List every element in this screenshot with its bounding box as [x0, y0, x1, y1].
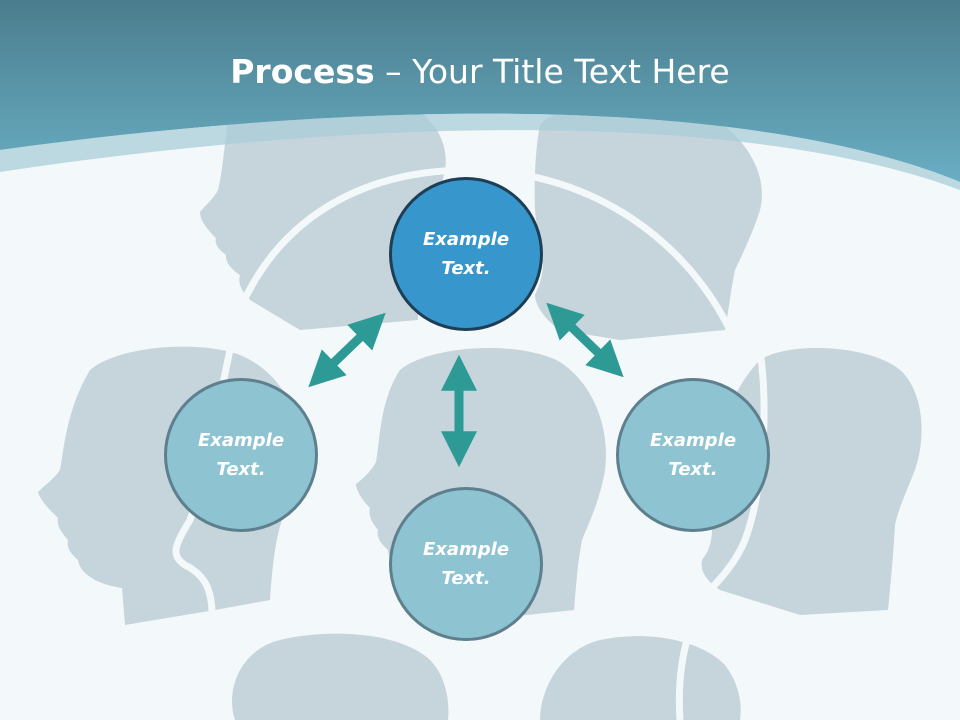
head-silhouette-icon: [540, 636, 741, 720]
node-right-label: Example Text.: [649, 430, 737, 480]
node-bottom[interactable]: Example Text.: [389, 487, 543, 641]
title-rest: – Your Title Text Here: [374, 52, 730, 91]
page-title: Process – Your Title Text Here: [0, 52, 960, 91]
node-bottom-label: Example Text.: [422, 539, 510, 589]
head-silhouette-icon: [232, 633, 449, 720]
node-left[interactable]: Example Text.: [164, 378, 318, 532]
node-left-label: Example Text.: [197, 430, 285, 480]
node-top[interactable]: Example Text.: [389, 177, 543, 331]
header-wave-light: [0, 113, 960, 190]
node-right[interactable]: Example Text.: [616, 378, 770, 532]
header-band: [0, 0, 960, 182]
title-bold: Process: [230, 52, 375, 91]
head-silhouette-icon: [534, 101, 762, 340]
node-top-label: Example Text.: [422, 229, 510, 279]
